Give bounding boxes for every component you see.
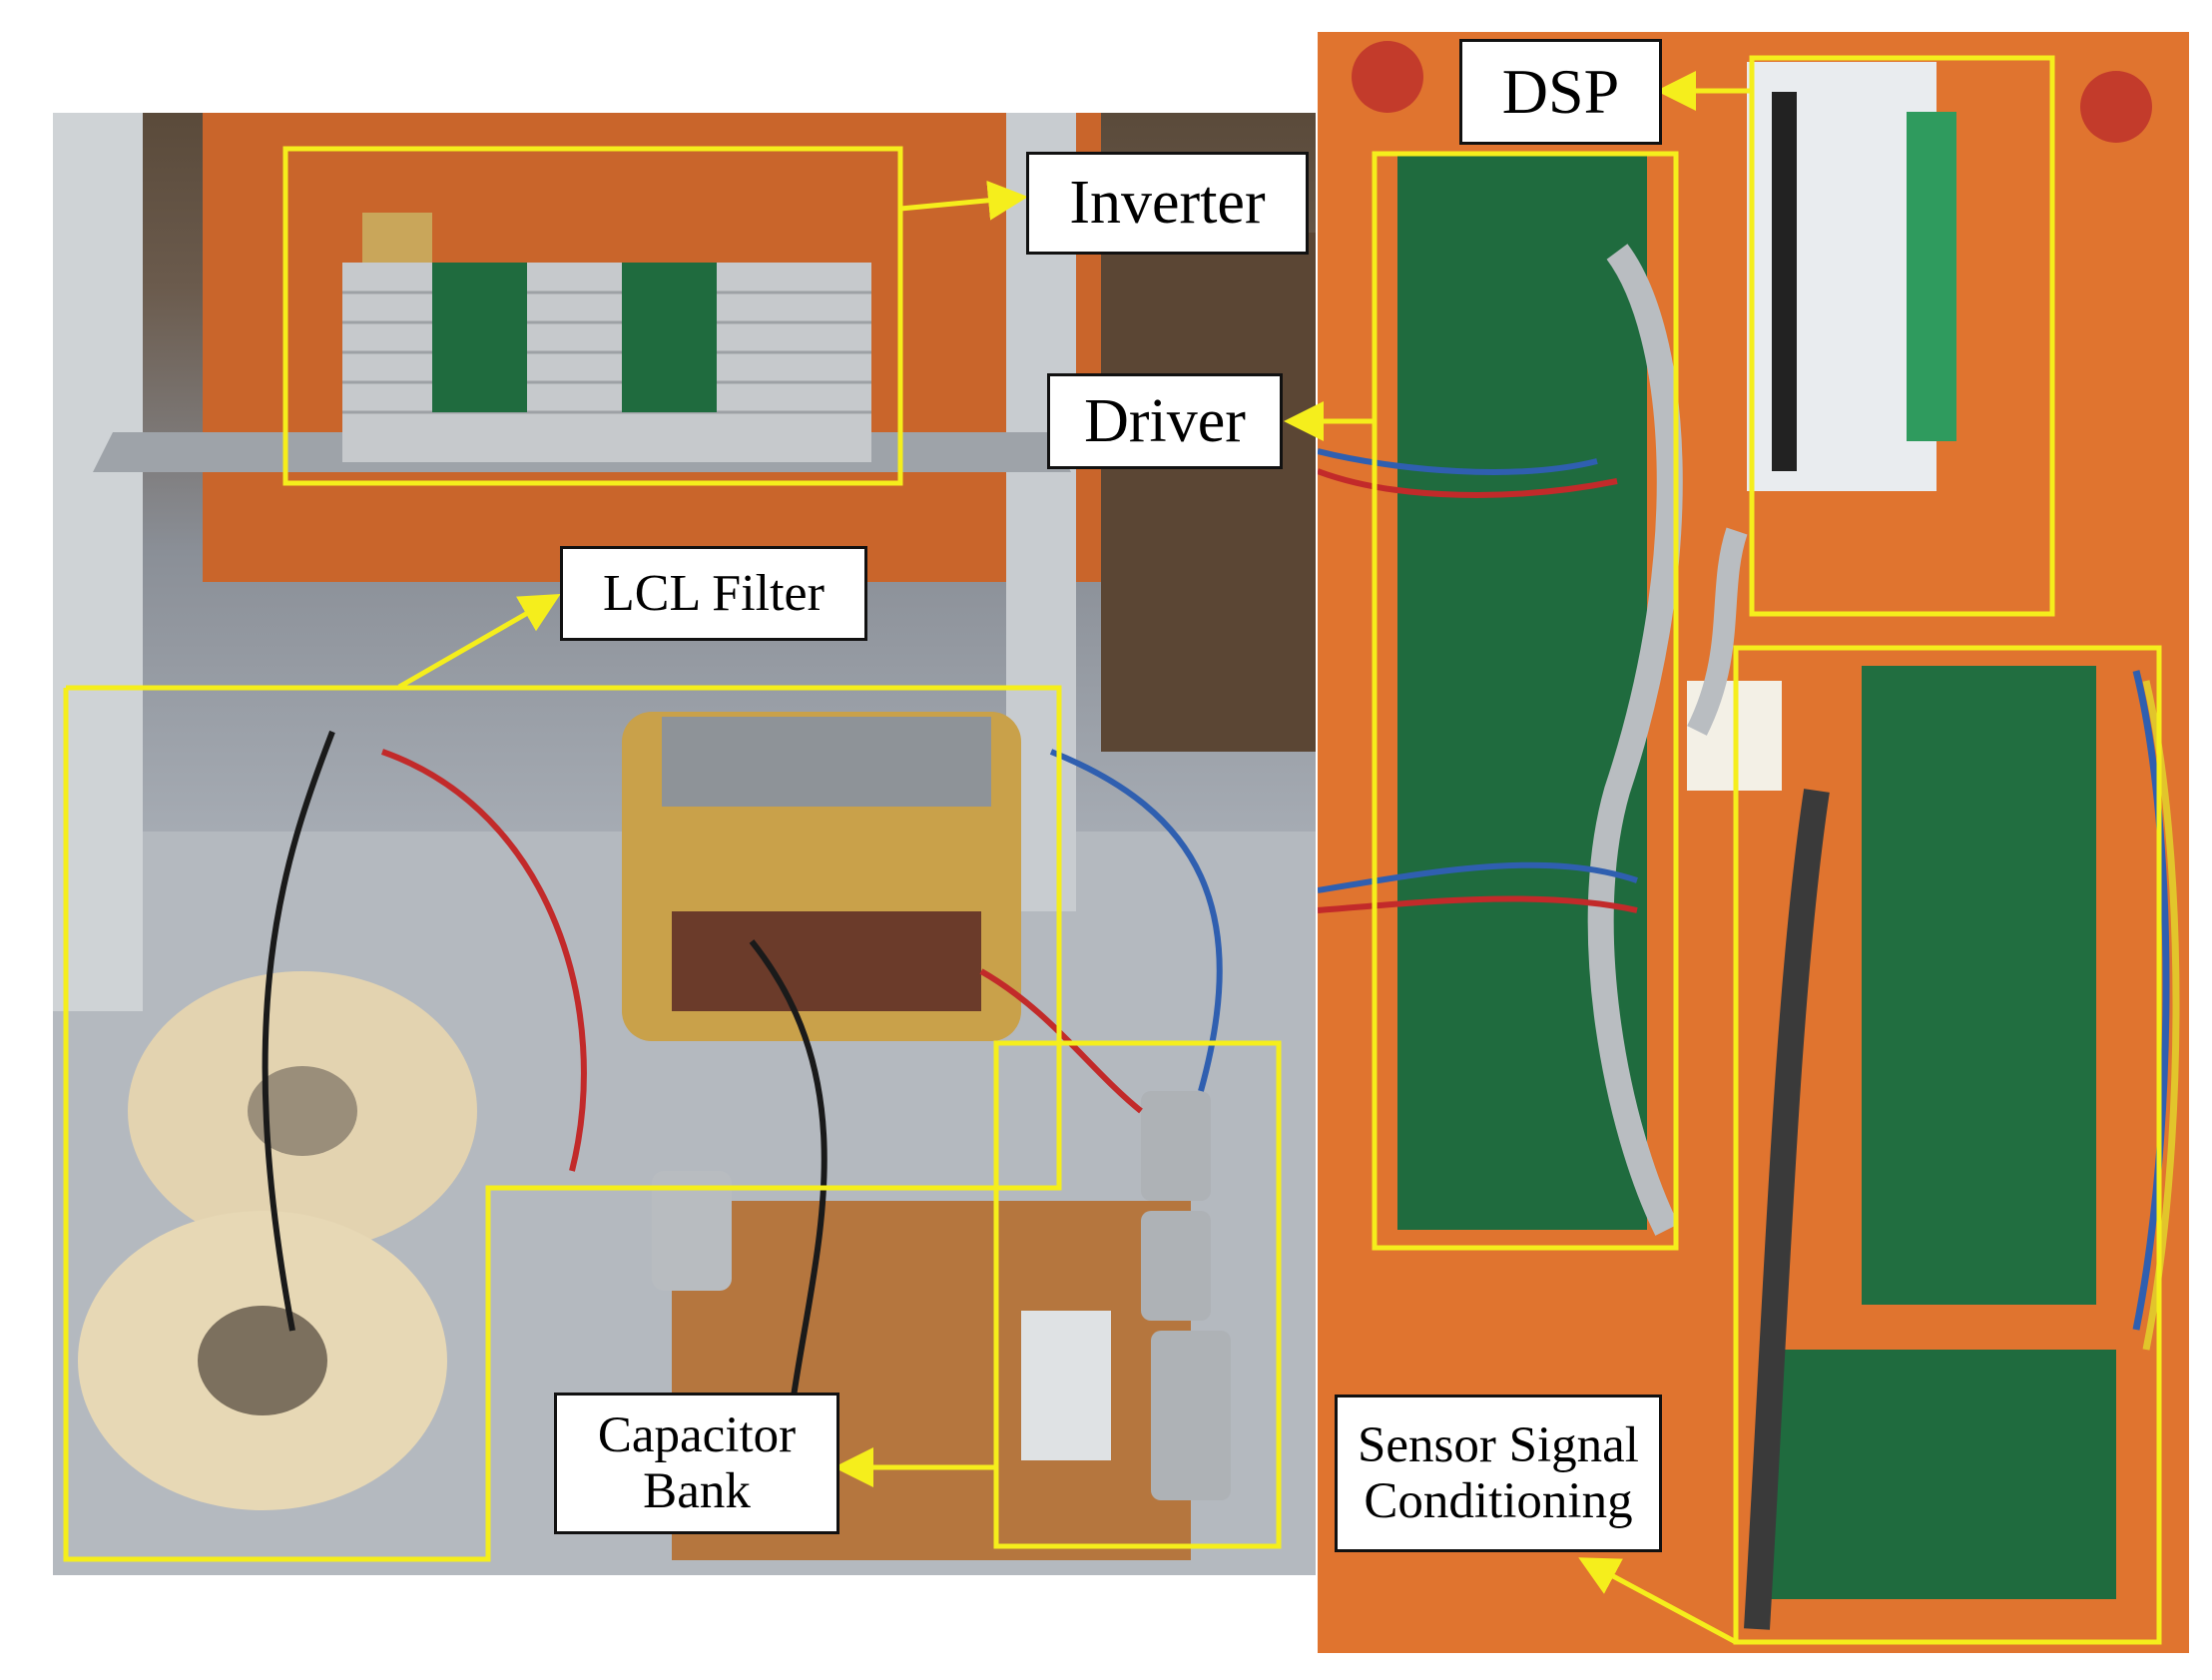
photo-power-stage-drawing: [53, 113, 1316, 1575]
terminal-post-left: [1352, 41, 1423, 113]
dsp-label: DSP: [1459, 39, 1662, 145]
sensor-signal-conditioning-label: Sensor Signal Conditioning: [1335, 1395, 1662, 1552]
capacitor-bank-label-line2: Bank: [643, 1463, 751, 1519]
lcl-filter-label-text: LCL Filter: [603, 564, 825, 622]
transformer-terminal-plate: [672, 911, 981, 1011]
heatsink-fins: [342, 290, 871, 414]
capacitor-1: [1141, 1091, 1211, 1201]
driver-label-text: Driver: [1084, 386, 1246, 455]
dsp-label-text: DSP: [1501, 55, 1620, 127]
photo-power-stage: [53, 113, 1316, 1575]
inverter-highlight-box: [282, 146, 903, 486]
sensor-pcb-3: [1976, 1350, 2116, 1599]
sensor-label-line1: Sensor Signal: [1358, 1416, 1639, 1473]
photo-control-panel: [1318, 32, 2189, 1653]
inverter-label-text: Inverter: [1069, 169, 1266, 238]
toroid-inductor-1-hole: [248, 1066, 357, 1156]
capacitor-small: [652, 1171, 732, 1291]
driver-highlight-box: [1372, 151, 1679, 1251]
sensor-label-line2: Conditioning: [1364, 1473, 1633, 1529]
wiring: [1318, 244, 2180, 1630]
terminal-block: [362, 213, 432, 263]
toroid-inductor-2-hole: [198, 1306, 327, 1415]
lcl-filter-arrow: [397, 594, 561, 690]
driver-board-1: [432, 263, 527, 412]
sensor-pcb-2: [1857, 1350, 1996, 1599]
table-legs: [1101, 233, 1316, 752]
dsp-header-connector: [1772, 92, 1797, 471]
dsp-highlight-box: [1749, 55, 2055, 617]
terminal-post-right: [2080, 71, 2152, 143]
heatsink: [342, 263, 871, 462]
sensor-arrow: [1578, 1557, 1738, 1645]
inverter-arrow: [899, 180, 1028, 221]
transformer-top: [662, 717, 991, 807]
sensor-highlight-box: [1733, 645, 2162, 1645]
capacitor-bank-label-line1: Capacitor: [597, 1406, 797, 1463]
capacitor-bank-highlight-box: [993, 1040, 1282, 1549]
sensor-pcb-stack: [1862, 666, 2096, 1305]
capacitor-3: [1151, 1331, 1231, 1500]
inverter-label: Inverter: [1026, 152, 1309, 255]
dsp-terminal-strip: [1907, 112, 1956, 441]
cables: [262, 730, 1223, 1411]
driver-board-2: [622, 263, 717, 412]
contactor: [1021, 1311, 1111, 1460]
capacitor-2: [1141, 1211, 1211, 1321]
lcl-filter-highlight-outline: [63, 685, 1062, 1562]
lcl-filter-label: LCL Filter: [560, 546, 867, 641]
driver-label: Driver: [1047, 373, 1283, 469]
capacitor-bank-label: Capacitor Bank: [554, 1393, 839, 1534]
